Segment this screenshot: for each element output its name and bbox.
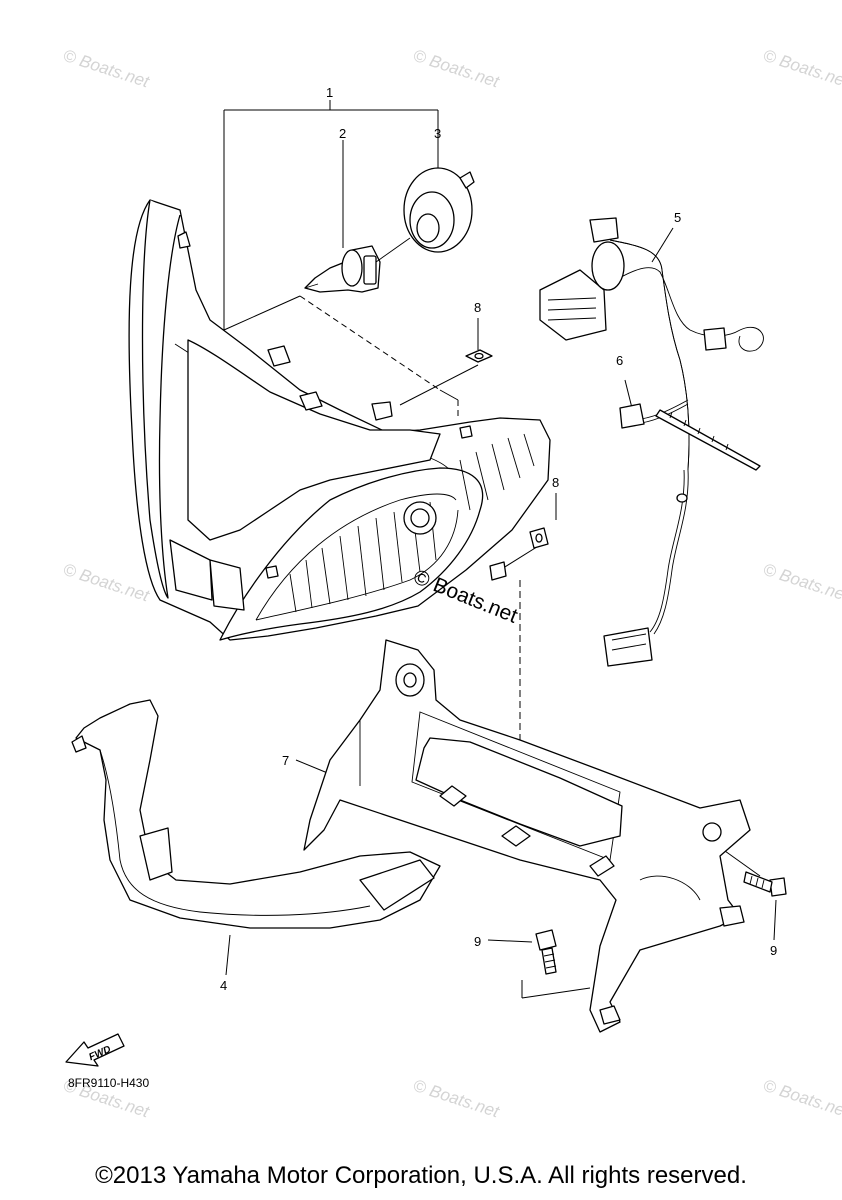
lower-cover-bracket[interactable] — [71, 699, 441, 929]
watermark: © Boats.net — [761, 1076, 842, 1122]
headlight-assembly[interactable] — [128, 199, 551, 641]
watermark: © Boats.net — [61, 46, 153, 92]
callout-3: 3 — [434, 126, 441, 141]
nut-clip-upper[interactable] — [465, 349, 493, 363]
leader-lines — [223, 100, 777, 999]
callout-4: 4 — [220, 978, 227, 993]
callout-9-left: 9 — [474, 934, 481, 949]
callout-5: 5 — [674, 210, 681, 225]
cable-tie[interactable] — [619, 403, 761, 471]
mounting-tab — [177, 231, 473, 579]
wire-harness[interactable] — [539, 217, 764, 667]
callout-9-right: 9 — [770, 943, 777, 958]
callout-1: 1 — [326, 85, 333, 100]
watermark: © Boats.net — [761, 46, 842, 92]
copyright-notice: ©2013 Yamaha Motor Corporation, U.S.A. A… — [95, 1162, 747, 1189]
callout-6: 6 — [616, 353, 623, 368]
headlight-stay[interactable] — [303, 639, 751, 1033]
callout-8-lower: 8 — [552, 475, 559, 490]
bulb-socket-cover[interactable] — [403, 167, 475, 253]
callout-2: 2 — [339, 126, 346, 141]
callout-labels: 1 2 3 5 8 6 8 7 9 9 4 — [220, 85, 777, 993]
lens-rib-lines — [289, 433, 535, 613]
bolt-right[interactable] — [743, 871, 787, 897]
watermark: © Boats.net — [61, 560, 153, 606]
reference-code: 8FR9110-H430 — [68, 1076, 150, 1090]
watermark: © Boats.net — [411, 1076, 503, 1122]
nut-clip-lower[interactable] — [489, 527, 549, 581]
fwd-arrow-icon: FWD — [65, 1033, 125, 1067]
watermark: © Boats.net — [411, 46, 503, 92]
headlight-bulb[interactable] — [304, 237, 411, 293]
watermark: © Boats.net — [761, 560, 842, 606]
callout-8-upper: 8 — [474, 300, 481, 315]
bolt-left[interactable] — [535, 929, 557, 975]
callout-7: 7 — [282, 753, 289, 768]
